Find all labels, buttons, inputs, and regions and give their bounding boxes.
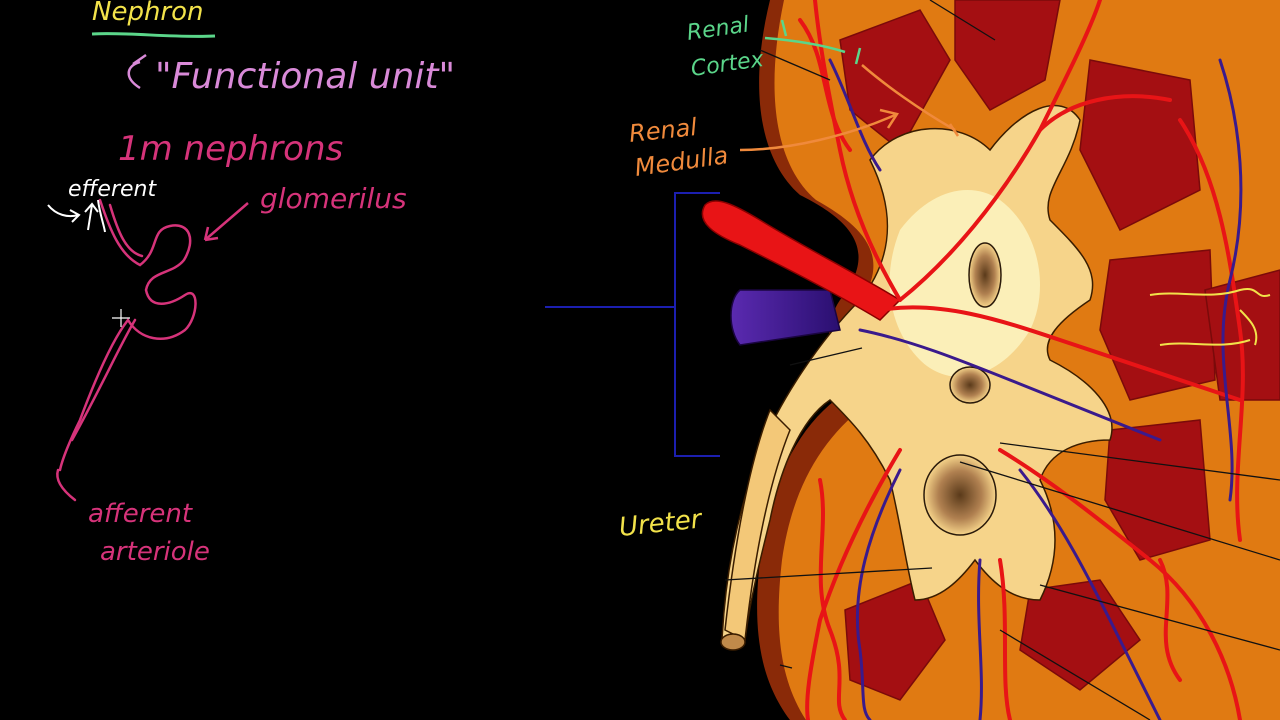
renal-cortex-label-line1: Renal [685, 13, 750, 46]
efferent-label: efferent [68, 177, 157, 202]
renal-medulla-pointer [739, 64, 960, 152]
functional-unit-arrow [127, 53, 147, 90]
renal-vein [730, 289, 841, 346]
pyramid [1079, 59, 1201, 232]
nephron-count-text: 1m nephrons [118, 129, 343, 169]
glomerulus-label: glomerilus [260, 182, 407, 215]
renal-medulla-label-line2: Medulla [633, 141, 730, 182]
nephron-title: Nephron [92, 0, 204, 27]
pyramid [844, 579, 946, 701]
major-calyx [923, 454, 997, 536]
functional-unit-text: "Functional unit" [155, 56, 455, 97]
pyramid [1019, 579, 1141, 691]
afferent-label-line1: afferent [88, 499, 193, 529]
ureter-end [720, 633, 746, 651]
efferent-arrows [47, 199, 106, 233]
glomerulus-arrow [203, 202, 249, 242]
blue-bracket [545, 192, 720, 457]
kidney-cross-section [701, 0, 1280, 720]
ureter-label: Ureter [618, 504, 706, 543]
nephron-underline [91, 32, 216, 38]
yellow-annotation-squiggle [1149, 287, 1271, 346]
renal-medulla-label-line1: Renal [628, 113, 699, 148]
renal-pelvis-highlight [889, 190, 1040, 377]
renal-cortex-pointer [764, 19, 862, 65]
renal-cortex-label-line2: Cortex [689, 47, 766, 82]
crosshair-cursor-icon [112, 309, 130, 327]
minor-calyx [968, 242, 1002, 308]
pyramid [1104, 419, 1211, 561]
minor-calyx [949, 366, 991, 404]
pyramid [954, 0, 1061, 111]
renal-pyramids [839, 0, 1280, 701]
afferent-label-line2: arteriole [100, 537, 210, 567]
nephron-sketch [56, 198, 197, 502]
venous-network [828, 58, 1243, 720]
leader-lines [724, 0, 1280, 720]
